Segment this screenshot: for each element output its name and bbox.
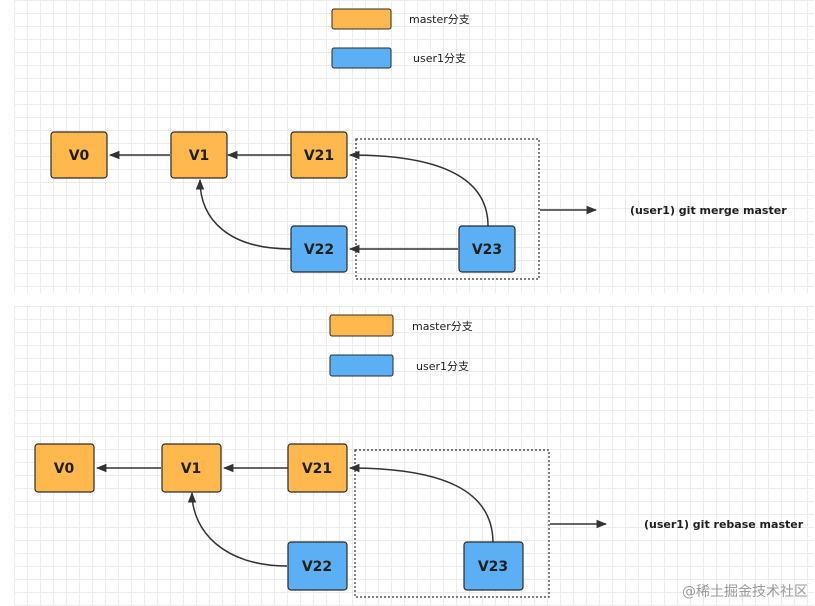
user1-commits-group-box <box>354 449 550 598</box>
commit-node-v23: V23 <box>463 541 524 591</box>
commit-label-v1: V1 <box>189 148 210 164</box>
legend-master-swatch <box>331 8 392 30</box>
legend-master-swatch <box>329 314 394 337</box>
rebase-diagram-panel: master分支 user1分支 V0 V1 V21 V22 V23 (user… <box>14 306 814 606</box>
commit-node-v0: V0 <box>50 131 108 179</box>
legend-user1-swatch <box>331 47 392 69</box>
edge-v22-to-v1 <box>195 178 292 250</box>
legend-master-label: master分支 <box>412 320 473 333</box>
legend-user1-label: user1分支 <box>416 360 469 373</box>
legend-master-label: master分支 <box>409 13 470 26</box>
commit-node-v21: V21 <box>287 443 348 493</box>
commit-node-v1: V1 <box>170 131 228 179</box>
commit-node-v23: V23 <box>458 225 516 273</box>
commit-node-v22: V22 <box>290 225 348 273</box>
commit-label-v1: V1 <box>181 461 202 477</box>
edge-v23-to-v21 <box>348 463 494 544</box>
commit-label-v23: V23 <box>472 242 502 258</box>
commit-label-v23: V23 <box>478 559 508 575</box>
edge-v22-to-v1 <box>187 491 288 567</box>
merge-command-label: (user1) git merge master <box>630 204 787 217</box>
user1-commits-group-box <box>355 138 540 280</box>
commit-label-v21: V21 <box>302 461 332 477</box>
edge-v23-to-v21 <box>348 150 489 227</box>
commit-node-v1: V1 <box>161 443 222 493</box>
merge-diagram-panel: master分支 user1分支 V0 V1 V21 V22 V23 (user… <box>14 0 814 293</box>
legend-user1-swatch <box>329 354 394 377</box>
commit-label-v22: V22 <box>304 242 334 258</box>
commit-label-v0: V0 <box>69 148 90 164</box>
commit-label-v21: V21 <box>304 148 334 164</box>
commit-label-v0: V0 <box>54 461 75 477</box>
commit-node-v22: V22 <box>287 541 348 591</box>
legend-user1-label: user1分支 <box>413 52 466 65</box>
commit-node-v0: V0 <box>34 443 95 493</box>
commit-node-v21: V21 <box>290 131 348 179</box>
commit-label-v22: V22 <box>302 559 332 575</box>
rebase-command-label: (user1) git rebase master <box>644 518 804 531</box>
watermark: @稀土掘金技术社区 <box>682 584 808 600</box>
